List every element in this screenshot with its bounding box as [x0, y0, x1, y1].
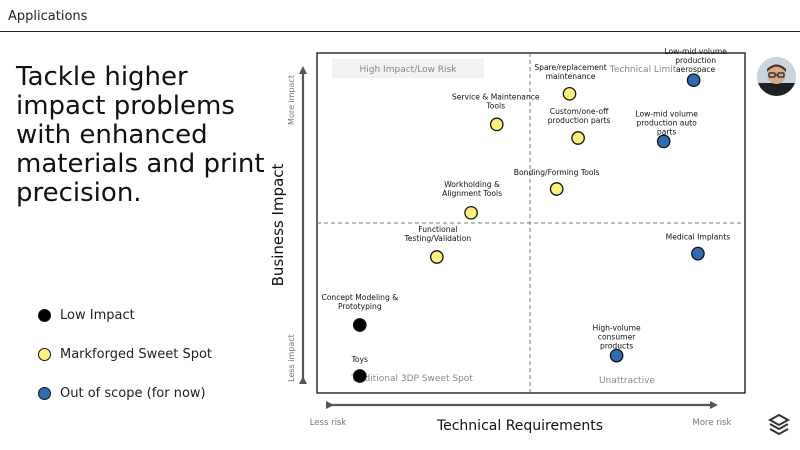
quadrant-label-bg [332, 59, 484, 78]
data-point-label: Medical Implants [666, 233, 731, 242]
legend-item-out-of-scope: Out of scope (for now) [38, 374, 212, 413]
data-point-marker [429, 250, 444, 264]
x-axis-left-label: Less risk [310, 418, 347, 428]
data-point-label: Toys [351, 355, 368, 364]
data-point-marker [352, 369, 367, 383]
legend-item-sweet-spot: Markforged Sweet Spot [38, 335, 212, 374]
data-point-label: Bonding/Forming Tools [514, 168, 600, 177]
quadrant-label-top-left: High Impact/Low Risk [360, 65, 458, 75]
data-point-label: Workholding &Alignment Tools [442, 180, 502, 198]
data-point-marker [562, 86, 577, 101]
y-axis-label: Business Impact [269, 163, 287, 286]
quadrant-label-top-right: Technical Limit [609, 65, 677, 75]
data-point-label: Concept Modeling &Prototyping [321, 293, 398, 311]
legend-dot-out-of-scope [38, 387, 51, 400]
quadrant-label-bottom-right: Unattractive [599, 376, 655, 386]
legend-item-low-impact: Low Impact [38, 296, 212, 335]
data-point-marker [352, 318, 367, 332]
data-point-marker [656, 134, 671, 149]
x-axis-label: Technical Requirements [436, 418, 603, 434]
header-divider [0, 31, 800, 32]
legend-dot-low-impact [38, 309, 51, 322]
markforged-logo-icon [767, 413, 791, 440]
data-point-marker [464, 205, 478, 220]
legend-label-sweet-spot: Markforged Sweet Spot [60, 347, 213, 362]
headline: Tackle higher impact problems with enhan… [16, 62, 265, 208]
presenter-avatar [757, 57, 796, 96]
y-axis-top-label: More impact [287, 75, 296, 125]
data-point-marker [609, 348, 624, 363]
data-point-marker [686, 73, 701, 88]
data-point-marker [549, 182, 564, 196]
header-title: Applications [8, 9, 88, 24]
x-axis-right-label: More risk [693, 418, 732, 428]
quadrant-label-bottom-left: Traditional 3DP Sweet Spot [350, 374, 473, 384]
data-point-marker [489, 117, 504, 132]
y-axis-bottom-label: Less impact [287, 334, 296, 382]
legend-label-low-impact: Low Impact [60, 308, 135, 323]
legend-label-out-of-scope: Out of scope (for now) [60, 386, 206, 401]
data-point-marker [691, 246, 705, 261]
data-point-marker [571, 131, 585, 145]
legend-dot-sweet-spot [38, 348, 51, 361]
legend: Low Impact Markforged Sweet Spot Out of … [38, 296, 212, 413]
